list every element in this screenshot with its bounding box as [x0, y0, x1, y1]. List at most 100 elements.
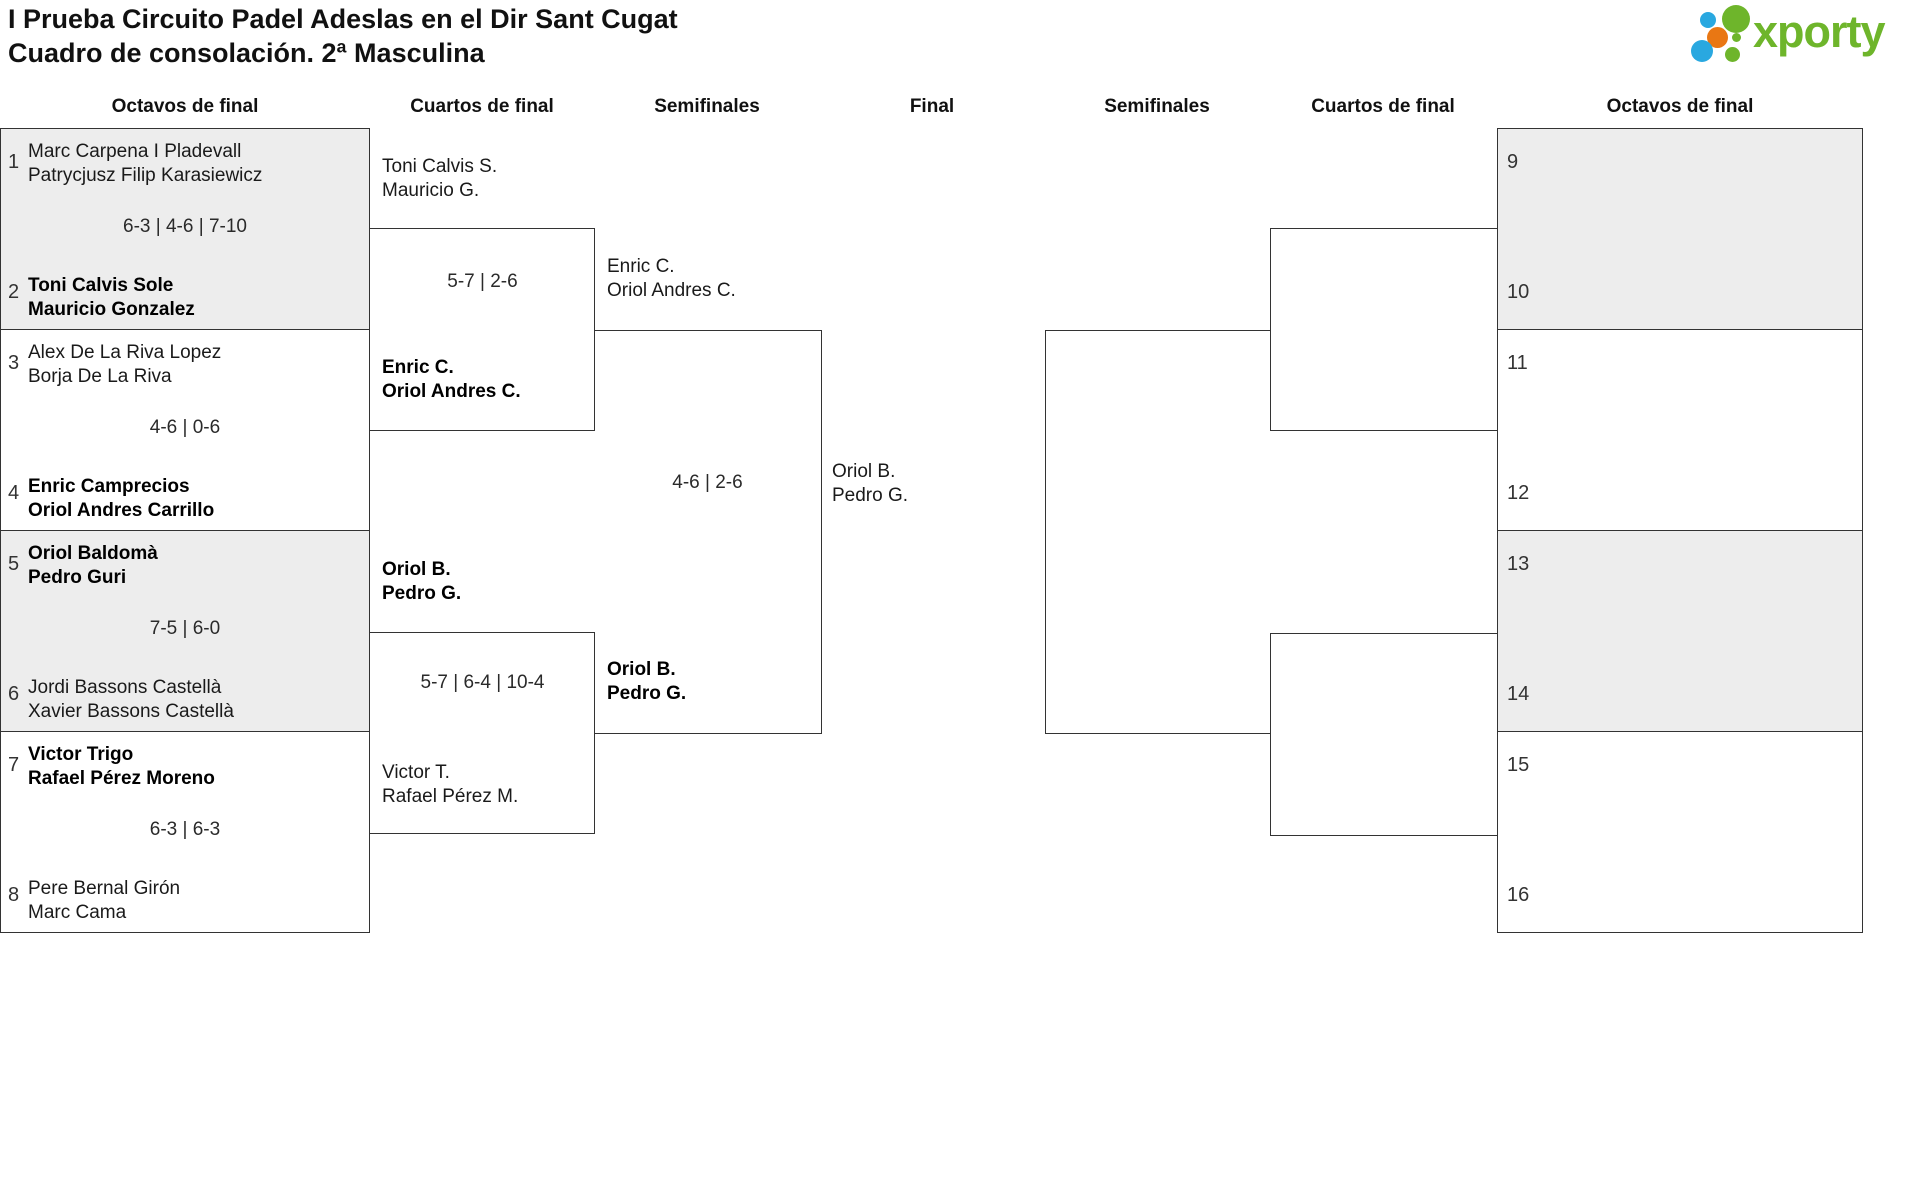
logo-dot-green-tiny	[1732, 33, 1741, 42]
shade-right-slot13-14	[1497, 530, 1862, 731]
team-pair: Victor T. Rafael Pérez M.	[382, 761, 518, 809]
match-score: 4-6 | 2-6	[672, 472, 743, 493]
seed-number: 2	[8, 281, 20, 303]
match-score: 6-3 | 4-6 | 7-10	[123, 216, 247, 237]
shade-right-slot9-10	[1497, 128, 1862, 329]
match-score: 4-6 | 0-6	[149, 417, 221, 438]
seed-number: 5	[8, 553, 20, 575]
player-name: Mauricio Gonzalez	[28, 299, 195, 320]
player-name: Enric C.	[382, 357, 454, 378]
left-qf1-box	[370, 228, 595, 431]
page-title-line1: I Prueba Circuito Padel Adeslas en el Di…	[8, 4, 678, 34]
player-name: Toni Calvis S.	[382, 156, 498, 177]
team-pair: Enric C. Oriol Andres C.	[607, 255, 736, 303]
right-octavos-divider-3	[1497, 731, 1863, 732]
player-name: Oriol Andres C.	[382, 381, 521, 402]
player-name: Mauricio G.	[382, 180, 480, 201]
player-name: Patrycjusz Filip Karasiewicz	[28, 165, 263, 186]
match-score: 5-7 | 2-6	[447, 271, 518, 292]
seed-number: 6	[8, 683, 20, 705]
player-name: Pere Bernal Girón	[28, 878, 181, 899]
player-name: Pedro G.	[607, 683, 687, 704]
player-name: Pedro G.	[832, 485, 909, 506]
slot-number: 10	[1507, 281, 1530, 303]
logo-dot-green-small	[1725, 47, 1740, 62]
shade-left-match3	[1, 530, 369, 731]
slot-number: 9	[1507, 151, 1519, 173]
team-pair: Marc Carpena I Pladevall Patrycjusz Fili…	[28, 140, 262, 188]
header-octavos-left: Octavos de final	[111, 96, 259, 117]
player-name: Rafael Pérez M.	[382, 786, 519, 807]
match-score: 7-5 | 6-0	[149, 618, 221, 639]
page-title-line2: Cuadro de consolación. 2ª Masculina	[8, 38, 485, 68]
team-pair-winner: Enric C. Oriol Andres C.	[382, 356, 521, 404]
seed-number: 4	[8, 482, 20, 504]
player-name: Oriol Andres Carrillo	[28, 500, 215, 521]
player-name: Borja De La Riva	[28, 366, 172, 387]
left-sf-box	[595, 330, 822, 734]
logo-dot-blue-small	[1700, 12, 1716, 28]
team-pair-winner: Oriol B. Pedro G.	[382, 558, 461, 606]
player-name: Victor T.	[382, 762, 450, 783]
header-octavos-right: Octavos de final	[1606, 96, 1754, 117]
shade-left-match1	[1, 128, 369, 329]
match-score: 5-7 | 6-4 | 10-4	[420, 672, 545, 693]
seed-number: 8	[8, 884, 20, 906]
player-name: Alex De La Riva Lopez	[28, 342, 222, 363]
team-pair: Jordi Bassons Castellà Xavier Bassons Ca…	[28, 676, 234, 724]
final-team-pair: Oriol B. Pedro G.	[832, 460, 908, 508]
team-pair-winner: Toni Calvis Sole Mauricio Gonzalez	[28, 274, 195, 322]
team-pair: Alex De La Riva Lopez Borja De La Riva	[28, 341, 221, 389]
left-octavos-divider-3	[0, 731, 370, 732]
slot-number: 14	[1507, 683, 1530, 705]
left-octavos-divider-1	[0, 329, 370, 330]
player-name: Rafael Pérez Moreno	[28, 768, 215, 789]
player-name: Enric C.	[607, 256, 675, 277]
player-name: Oriol B.	[607, 659, 676, 680]
right-octavos-divider-1	[1497, 329, 1863, 330]
slot-number: 15	[1507, 754, 1530, 776]
header-final: Final	[909, 96, 955, 117]
match-score: 6-3 | 6-3	[149, 819, 221, 840]
player-name: Victor Trigo	[28, 744, 134, 765]
left-octavos-divider-2	[0, 530, 370, 531]
player-name: Toni Calvis Sole	[28, 275, 174, 296]
player-name: Oriol B.	[832, 461, 896, 482]
player-name: Oriol B.	[382, 559, 451, 580]
player-name: Jordi Bassons Castellà	[28, 677, 222, 698]
header-cuartos-left: Cuartos de final	[410, 96, 554, 117]
header-cuartos-right: Cuartos de final	[1311, 96, 1455, 117]
team-pair: Toni Calvis S. Mauricio G.	[382, 155, 497, 203]
slot-number: 11	[1507, 352, 1528, 374]
right-qf1-box	[1270, 228, 1498, 431]
logo-wordmark: xporty	[1753, 6, 1886, 57]
team-pair: Pere Bernal Girón Marc Cama	[28, 877, 180, 925]
player-name: Oriol Baldomà	[28, 543, 158, 564]
slot-number: 16	[1507, 884, 1530, 906]
logo-dot-orange	[1707, 27, 1728, 48]
left-qf2-box	[370, 632, 595, 834]
right-sf-box	[1045, 330, 1271, 734]
team-pair-winner: Oriol Baldomà Pedro Guri	[28, 542, 158, 590]
header-semis-left: Semifinales	[654, 96, 760, 117]
right-octavos-divider-2	[1497, 530, 1863, 531]
seed-number: 3	[8, 352, 20, 374]
logo-dot-green-large	[1722, 5, 1750, 33]
player-name: Marc Carpena I Pladevall	[28, 141, 242, 162]
seed-number: 7	[8, 754, 20, 776]
player-name: Oriol Andres C.	[607, 280, 736, 301]
slot-number: 12	[1507, 482, 1530, 504]
slot-number: 13	[1507, 553, 1530, 575]
team-pair-winner: Oriol B. Pedro G.	[607, 658, 686, 706]
right-qf2-box	[1270, 633, 1498, 836]
player-name: Enric Camprecios	[28, 476, 190, 497]
player-name: Pedro G.	[382, 583, 462, 604]
header-semis-right: Semifinales	[1104, 96, 1210, 117]
seed-number: 1	[8, 151, 20, 173]
team-pair-winner: Enric Camprecios Oriol Andres Carrillo	[28, 475, 214, 523]
logo-dot-blue-large	[1691, 40, 1713, 62]
player-name: Pedro Guri	[28, 567, 127, 588]
player-name: Marc Cama	[28, 902, 127, 923]
page-title: I Prueba Circuito Padel Adeslas en el Di…	[8, 2, 678, 70]
player-name: Xavier Bassons Castellà	[28, 701, 234, 722]
